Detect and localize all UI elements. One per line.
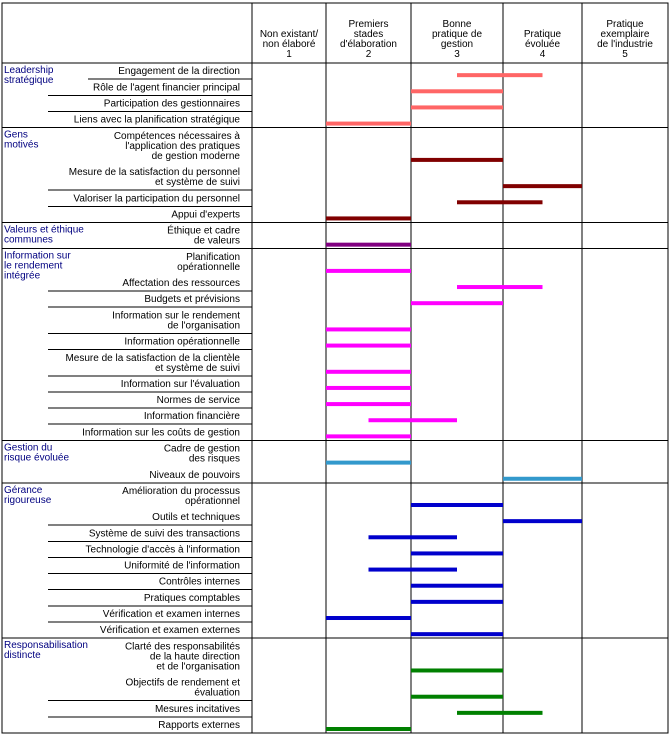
range-bar xyxy=(411,694,503,699)
row-label: Contrôles internes xyxy=(159,577,240,588)
range-bar xyxy=(411,599,503,604)
range-bar xyxy=(326,616,411,621)
range-bar xyxy=(326,369,411,374)
row-label: Pratiques comptables xyxy=(144,593,240,604)
range-bar xyxy=(503,476,582,481)
row-label: Normes de service xyxy=(157,395,241,406)
row-label: Mesure de la satisfaction de la clientèl… xyxy=(65,353,240,374)
row-label: Information sur les coûts de gestion xyxy=(82,427,240,438)
range-bar xyxy=(368,418,457,423)
range-bar xyxy=(411,105,503,110)
range-bar xyxy=(457,73,543,78)
row-label: Engagement de la direction xyxy=(118,66,240,77)
range-bar xyxy=(457,200,543,205)
range-bar xyxy=(326,385,411,390)
range-bar xyxy=(368,567,457,572)
row-label: Outils et techniques xyxy=(152,512,240,523)
row-label: Appui d'experts xyxy=(171,209,240,220)
range-bar xyxy=(457,710,543,715)
range-bar xyxy=(411,89,503,94)
range-bar xyxy=(411,668,503,673)
range-bar xyxy=(326,727,411,731)
range-bar xyxy=(368,535,457,540)
row-label: Rapports externes xyxy=(158,720,240,731)
range-bar xyxy=(411,583,503,588)
row-label: Rôle de l'agent financier principal xyxy=(93,82,240,93)
row-label: Information sur l'évaluation xyxy=(121,379,240,390)
row-label: Valoriser la participation du personnel xyxy=(73,193,240,204)
row-label: Uniformité de l'information xyxy=(124,561,240,572)
range-bar xyxy=(411,502,503,507)
range-bar xyxy=(326,242,411,247)
row-label: Système de suivi des transactions xyxy=(89,528,240,539)
range-bar xyxy=(411,157,503,162)
range-bar xyxy=(326,402,411,407)
range-bar xyxy=(326,327,411,332)
range-bar xyxy=(411,301,503,306)
range-bar xyxy=(326,268,411,273)
row-label: Mesures incitatives xyxy=(155,704,240,715)
row-label: Vérification et examen externes xyxy=(100,625,240,636)
row-label: Niveaux de pouvoirs xyxy=(149,470,240,481)
range-bar xyxy=(457,285,543,290)
row-label: Liens avec la planification stratégique xyxy=(74,115,241,126)
row-label: Information opérationnelle xyxy=(124,337,240,348)
range-bar xyxy=(326,121,411,126)
range-bar xyxy=(326,216,411,221)
row-label: Information financière xyxy=(144,411,241,422)
row-label: Budgets et prévisions xyxy=(144,294,240,305)
row-label: Affectation des ressources xyxy=(122,278,240,289)
range-bar xyxy=(503,184,582,189)
row-label: Participation des gestionnaires xyxy=(104,98,240,109)
row-label: Technologie d'accès à l'information xyxy=(86,544,240,555)
range-bar xyxy=(326,343,411,348)
row-label: Vérification et examen internes xyxy=(103,609,240,620)
range-bar xyxy=(411,551,503,556)
range-bar xyxy=(326,434,411,439)
range-bar xyxy=(503,519,582,524)
range-bar xyxy=(326,460,411,465)
range-bar xyxy=(411,632,503,637)
